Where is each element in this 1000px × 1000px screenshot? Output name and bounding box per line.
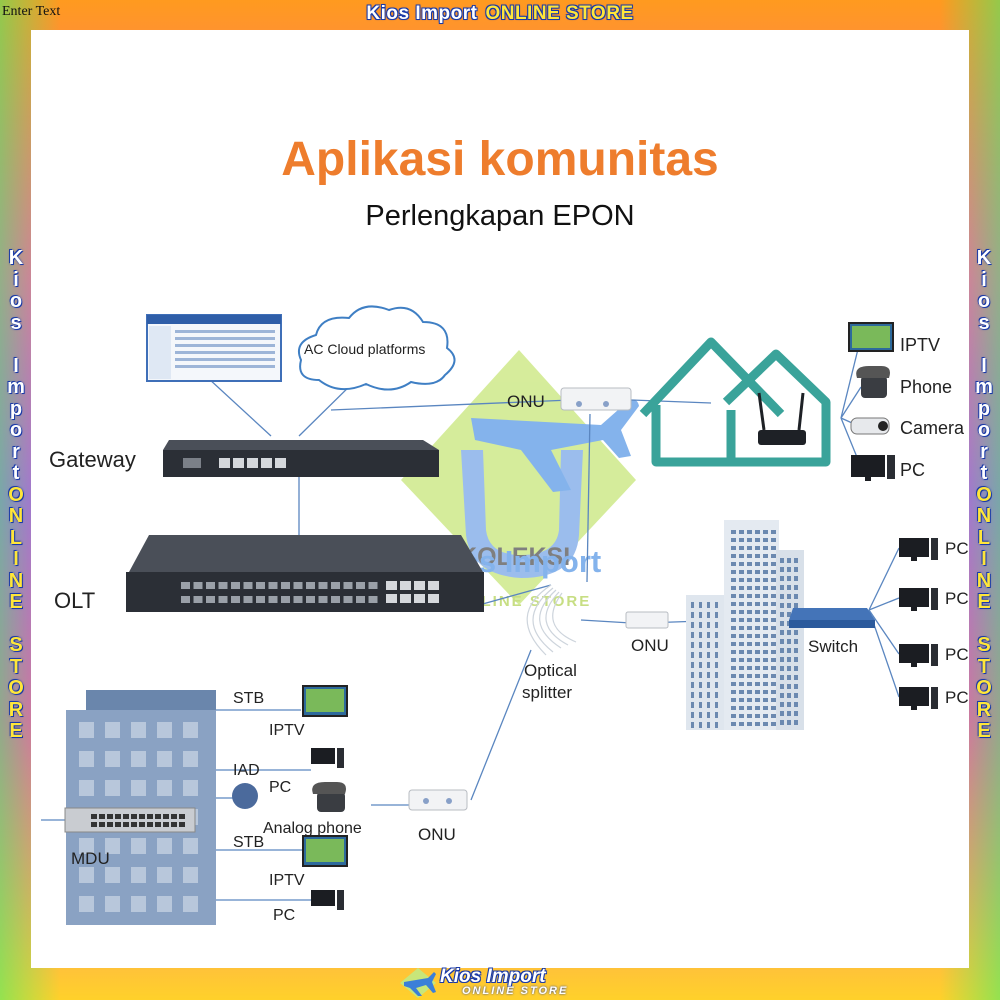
cloud-label: AC Cloud platforms xyxy=(304,341,425,357)
network-switch: Switch xyxy=(789,608,875,656)
subheading: Perlengkapan EPON xyxy=(365,200,635,232)
pc-label-switch-2: PC xyxy=(945,589,969,608)
splitter-label-2: splitter xyxy=(522,683,572,702)
olt-device: OLT xyxy=(54,535,484,613)
mdu-stb-2: STB IPTV xyxy=(233,834,348,889)
iad-label: IAD xyxy=(233,762,260,779)
pc-icon-switch-1: PC xyxy=(899,538,969,561)
onu-device-home: ONU xyxy=(507,387,632,411)
onu-device-mdu: ONU xyxy=(408,789,468,844)
iptv-label-home: IPTV xyxy=(900,335,940,355)
gateway-device: Gateway xyxy=(49,440,439,477)
phone-icon: Phone xyxy=(856,366,952,398)
pc-label-home: PC xyxy=(900,460,925,480)
mdu-label: MDU xyxy=(71,849,110,868)
camera-label: Camera xyxy=(900,418,965,438)
watermark-cup xyxy=(461,450,583,578)
pc-icon-switch-2: PC xyxy=(899,588,969,611)
cloud-icon: AC Cloud platforms xyxy=(297,305,456,391)
pc-icon-switch-4: PC xyxy=(899,687,969,710)
switch-label: Switch xyxy=(808,637,858,656)
olt-label: OLT xyxy=(54,588,95,613)
phone-label: Phone xyxy=(900,377,952,397)
pc-label-switch-3: PC xyxy=(945,645,969,664)
mdu-pc-2: PC xyxy=(273,890,344,924)
office-buildings xyxy=(686,520,804,730)
camera-icon: Camera xyxy=(850,417,965,438)
onu-device-building: ONU xyxy=(625,611,669,655)
home-iptv: IPTV xyxy=(848,322,940,355)
airplane-logo-icon xyxy=(400,968,436,998)
pc-label-mdu-2: PC xyxy=(273,907,295,924)
switch-pc-group: PC PC PC PC xyxy=(899,538,969,710)
onu-label-mdu: ONU xyxy=(418,825,456,844)
analog-phone-label: Analog phone xyxy=(263,820,362,837)
diagram-canvas: Aplikasi komunitas Perlengkapan EPON UNI… xyxy=(31,30,969,968)
pc-label-switch-1: PC xyxy=(945,539,969,558)
iptv-label-mdu-1: IPTV xyxy=(269,722,305,739)
stb-label-2: STB xyxy=(233,834,264,851)
mdu-stb-1: STB IPTV xyxy=(233,685,348,739)
pc-label-mdu-1: PC xyxy=(269,779,291,796)
pc-icon-home: PC xyxy=(851,455,925,481)
mdu-building: MDU xyxy=(64,690,216,925)
footer-logo: Kios Import ONLINE STORE xyxy=(398,966,618,1000)
home-icon xyxy=(639,337,831,467)
iptv-label-mdu-2: IPTV xyxy=(269,872,305,889)
management-dashboard-screen xyxy=(146,314,282,382)
stb-label-1: STB xyxy=(233,690,264,707)
optical-splitter: Optical splitter xyxy=(522,584,577,702)
onu-label-home: ONU xyxy=(507,392,545,411)
corner-placeholder-text: Enter Text xyxy=(2,4,61,19)
watermark-tag: ONLINE STORE xyxy=(455,593,591,610)
gateway-label: Gateway xyxy=(49,447,136,472)
pc-label-switch-4: PC xyxy=(945,688,969,707)
pc-icon-switch-3: PC xyxy=(899,644,969,667)
splitter-label-1: Optical xyxy=(524,661,577,680)
mdu-pc-1: IAD PC xyxy=(232,748,344,809)
wifi-router xyxy=(757,392,806,445)
airplane-icon xyxy=(471,399,639,492)
analog-phone-icon: Analog phone xyxy=(263,782,362,837)
heading: Aplikasi komunitas xyxy=(281,133,719,186)
onu-label-building: ONU xyxy=(631,636,669,655)
epon-network-diagram: UNIKOLEKSI Kios Import ONLINE STORE xyxy=(41,305,969,925)
